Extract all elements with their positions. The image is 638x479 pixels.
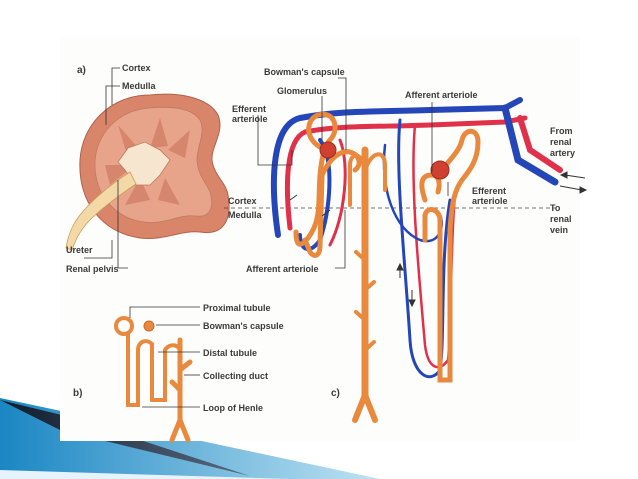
panel-c-leaders (257, 77, 449, 269)
loop-of-henle-right (422, 207, 453, 383)
loop-of-henle-left (302, 172, 325, 258)
panel-label-c: c) (331, 388, 340, 399)
label-from-renal-artery-1: From (550, 126, 573, 136)
vasa-recta (382, 118, 457, 379)
label-distal-tubule: Distal tubule (203, 348, 258, 358)
label-bowmans-capsule-c: Bowman's capsule (264, 67, 345, 77)
label-medulla-c: Medulla (228, 210, 262, 220)
artery-right-branch (517, 115, 563, 173)
glomerulus-left (319, 141, 337, 159)
label-efferent-arteriole-left-1: Efferent (232, 104, 267, 114)
vein-long-loop (397, 118, 452, 379)
nephron-simple (114, 316, 193, 443)
label-proximal-tubule: Proximal tubule (203, 303, 271, 313)
collecting-duct-b (169, 337, 193, 443)
label-from-renal-artery-3: artery (550, 148, 576, 158)
collecting-duct-branch-2 (363, 152, 387, 192)
label-cortex-c: Cortex (228, 196, 257, 206)
panel-label-a: a) (77, 65, 86, 76)
decoration-light-wedge (0, 470, 290, 479)
label-to-renal-vein-1: To (550, 203, 561, 213)
label-to-renal-vein-2: renal (550, 214, 572, 224)
nephron-juxtamedullary (419, 128, 481, 383)
label-afferent-arteriole-top: Afferent arteriole (405, 90, 478, 100)
label-collecting-duct: Collecting duct (203, 371, 268, 381)
proximal-tubule-right (437, 128, 481, 233)
collecting-duct-branch-1 (348, 153, 367, 207)
label-glomerulus: Glomerulus (277, 86, 328, 96)
label-to-renal-vein-3: vein (550, 225, 569, 235)
collecting-duct-main (348, 146, 387, 423)
panel-a-leaders (84, 67, 128, 269)
label-renal-pelvis: Renal pelvis (66, 264, 119, 274)
collecting-duct-base (352, 386, 378, 423)
label-bowmans-capsule-b: Bowman's capsule (203, 321, 284, 331)
collecting-duct-spurs (354, 250, 376, 352)
distal-tubule-left (319, 149, 362, 178)
label-efferent-arteriole-right-1: Efferent (472, 186, 507, 196)
label-from-renal-artery-2: renal (550, 137, 572, 147)
label-ureter: Ureter (66, 245, 93, 255)
vein-right-branch (501, 104, 559, 186)
label-afferent-arteriole-bottom: Afferent arteriole (246, 264, 319, 274)
proximal-coil (114, 316, 134, 336)
panel-label-b: b) (73, 388, 83, 399)
label-efferent-arteriole-left-2: arteriole (232, 114, 268, 124)
vein-top-arc (270, 97, 523, 238)
distal-tubule-b (150, 343, 182, 402)
label-medulla-a: Medulla (122, 81, 156, 91)
loop-of-henle-b (126, 331, 154, 407)
glomerulus-right (430, 160, 450, 180)
panel-b-leaders (129, 306, 200, 408)
label-efferent-arteriole-right-2: arteriole (472, 196, 508, 206)
label-loop-of-henle: Loop of Henle (203, 403, 263, 413)
bowmans-capsule-b (143, 320, 155, 332)
flow-arrows (289, 171, 588, 308)
artery-left-descending (328, 138, 347, 247)
label-cortex-a: Cortex (122, 63, 151, 73)
ureter (65, 171, 137, 251)
kidney-cross-section (65, 93, 230, 251)
